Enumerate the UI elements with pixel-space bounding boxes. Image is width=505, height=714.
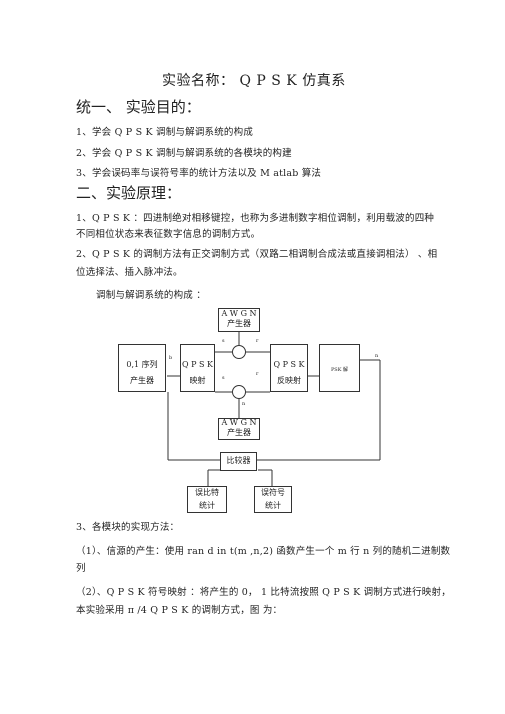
demapper-label-1: Q P S K [273, 360, 305, 369]
awgn-bottom-label-2: 产生器 [227, 428, 251, 437]
adder-bottom [232, 385, 246, 399]
signal-r2-label: r [256, 371, 259, 377]
section3-heading: 3、各模块的实现方法： [76, 522, 180, 533]
awgn-top-label-2: 产生器 [227, 319, 251, 328]
objective-item-2: 2、学会 Q P S K 调制与解调系统的各模块的构建 [76, 148, 292, 159]
method-1-line-1: （1）、信源的产生：使用 ran d in t(m ,n,2) 函数产生一个 m… [76, 546, 451, 557]
principle-1-line-2: 不同相位状态来表征数字信息的调制方式。 [76, 229, 261, 240]
mapper-label-2: 映射 [189, 376, 206, 385]
signal-s2-label: s [222, 375, 225, 381]
sequence-generator [118, 344, 166, 392]
ber-label-1: 误比特 [195, 488, 219, 497]
section1-heading: 统一、 实验目的： [76, 98, 201, 116]
signal-o-label: n [375, 353, 379, 359]
bit-error-stats [187, 486, 227, 513]
qpsk-mapper [180, 344, 215, 392]
page-title: 实验名称： Q P S K 仿真系 [162, 73, 346, 89]
principle-2-line-2: 位选择法、插入脉冲法。 [76, 267, 183, 278]
objective-item-3: 3、学会误码率与误符号率的统计方法以及 M atlab 算法 [76, 168, 322, 179]
ser-label-1: 误符号 [261, 488, 285, 497]
awgn-top-label-1: A W G N [221, 309, 257, 318]
symbol-error-stats [254, 486, 292, 513]
psk-block-label: PSK 解 [330, 367, 349, 373]
method-2-line-2: 本实验采用 π /4 Q P S K 的调制方式，图 为： [76, 605, 283, 616]
method-1-line-2: 列 [76, 563, 86, 574]
source-label-2: 产生器 [130, 376, 154, 385]
signal-n-label: n [242, 401, 246, 407]
adder-top [232, 345, 246, 359]
mapper-label-1: Q P S K [181, 360, 214, 369]
awgn-generator-top [218, 308, 260, 332]
signal-s1-label: s [222, 338, 225, 344]
awgn-bottom-label-1: A W G N [221, 418, 257, 427]
principle-2-line-1: 2、Q P S K 的调制方法有正交调制方式（双路二相调制合成法或直接调相法） … [76, 249, 438, 260]
demapper-label-2: 反映射 [277, 376, 301, 385]
principle-1-line-1: 1、Q P S K ：四进制绝对相移键控，也称为多进制数字相位调制，利用载波的四… [76, 213, 435, 224]
psk-demod-block [319, 344, 360, 392]
comparator-label: 比较器 [226, 456, 251, 465]
diagram-caption: 调制与解调系统的构成 ： [96, 290, 206, 301]
source-label-1: 0,1 序列 [126, 360, 158, 369]
method-2-line-1: （2）、Q P S K 符号映射 ：将产生的 0， 1 比特流按照 Q P S … [76, 587, 451, 598]
ser-label-2: 统计 [265, 501, 281, 510]
objective-item-1: 1、学会 Q P S K 调制与解调系统的构成 [76, 127, 254, 138]
section2-heading: 二、实验原理： [76, 184, 182, 202]
comparator [220, 452, 257, 471]
signal-b-label: b [169, 355, 173, 361]
awgn-generator-bottom [218, 418, 260, 440]
ber-label-2: 统计 [199, 501, 215, 510]
qpsk-demapper [270, 344, 308, 392]
signal-r1-label: r [256, 338, 259, 344]
